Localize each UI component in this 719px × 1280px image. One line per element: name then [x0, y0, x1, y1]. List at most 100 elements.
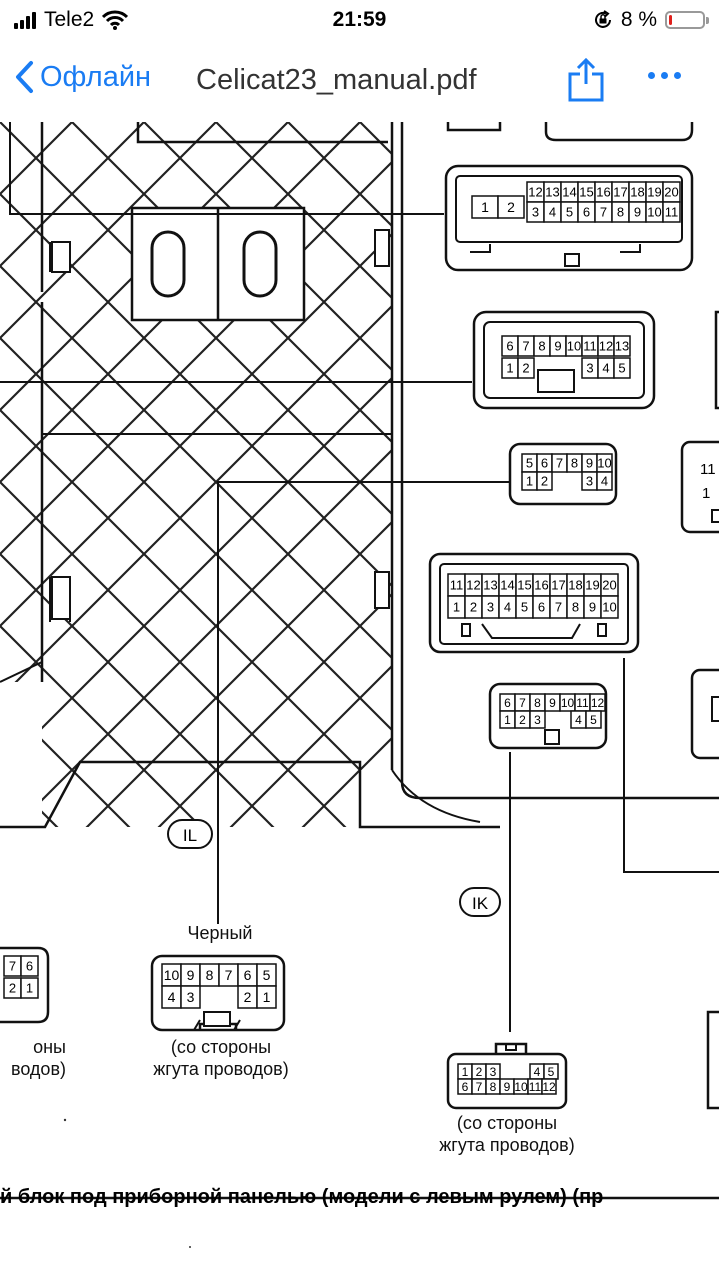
pin-number: 12 [466, 578, 480, 593]
pin-number: 13 [483, 578, 497, 593]
pin-number: 11 [450, 578, 464, 593]
pin-number: 4 [601, 474, 608, 489]
pin-number: 1 [26, 981, 33, 996]
pin-cell [20, 977, 39, 999]
more-icon[interactable] [648, 72, 681, 79]
left-harness-note: оны водов) [0, 1036, 66, 1080]
pin-number: 9 [586, 456, 593, 471]
chevron-left-icon [16, 61, 33, 93]
pin-number: 2 [522, 361, 529, 376]
share-icon[interactable] [566, 56, 606, 104]
color-label: Черный [187, 923, 253, 943]
pin-number: 15 [517, 578, 531, 593]
pin-number: 10 [164, 967, 180, 983]
document-title: Celicat23_manual.pdf [196, 64, 477, 96]
pin-number: 11 [576, 696, 589, 710]
pin-number: 4 [549, 205, 556, 220]
pin-number: 4 [602, 361, 609, 376]
pin-number: 2 [519, 713, 526, 727]
left-note-line1: оны [33, 1037, 66, 1057]
pin-number: 9 [187, 967, 195, 983]
left-note-line2: водов) [10, 1059, 66, 1079]
pin-number: 7 [555, 600, 562, 615]
pin-cell [541, 1078, 557, 1095]
pin-number: 7 [476, 1080, 483, 1094]
pin-number: 14 [500, 578, 514, 593]
pin-number: 5 [548, 1065, 555, 1079]
pin-number: 18 [630, 185, 644, 200]
pin-number: 12 [542, 1080, 556, 1094]
pin-cell [596, 471, 613, 491]
pin-number: 8 [538, 339, 545, 354]
pin-number: 10 [561, 696, 575, 710]
pin-number: 10 [514, 1080, 528, 1094]
pin-number: 4 [575, 713, 582, 727]
pin-number: 8 [617, 205, 624, 220]
pin-number: 1 [504, 713, 511, 727]
pin-number: 6 [538, 600, 545, 615]
pin-number: 8 [206, 967, 214, 983]
pin-number: 20 [602, 578, 616, 593]
carrier-name: Tele2 [44, 8, 95, 31]
pin-number: 13 [545, 185, 559, 200]
pin-cell [497, 195, 525, 219]
pin-number: 10 [602, 600, 616, 615]
pin-cell [20, 955, 39, 977]
status-bar: Tele2 21:59 8 % [0, 0, 719, 40]
pin-number: 9 [504, 1080, 511, 1094]
pin-number: 14 [562, 185, 576, 200]
pin-cell [662, 201, 681, 223]
pin-number: 12 [599, 339, 613, 354]
nav-bar: Офлайн Celicat23_manual.pdf [0, 40, 719, 122]
pin-number: 16 [534, 578, 548, 593]
harness-note-line2: жгута проводов) [153, 1059, 289, 1079]
wifi-icon [102, 10, 129, 30]
pin-number: 7 [556, 456, 563, 471]
pin-number: 3 [586, 361, 593, 376]
pin-number: 4 [534, 1065, 541, 1079]
pin-number: 2 [476, 1065, 483, 1079]
pin-number: 2 [470, 600, 477, 615]
il-harness-note: (со стороны жгута проводов) [126, 1036, 316, 1080]
pin-number: 7 [600, 205, 607, 220]
pin-number: 1 [506, 361, 513, 376]
partial-pin-label: 1 [702, 485, 710, 502]
pin-cell [529, 710, 546, 729]
pin-number: 6 [244, 967, 252, 983]
pin-number: 2 [9, 981, 16, 996]
pin-number: 7 [522, 339, 529, 354]
pin-number: 6 [462, 1080, 469, 1094]
pin-cell [585, 710, 602, 729]
pin-number: 2 [507, 199, 515, 215]
back-button[interactable]: Офлайн [14, 60, 151, 94]
pin-number: 5 [521, 600, 528, 615]
pin-number: 4 [168, 989, 176, 1005]
pin-number: 20 [664, 185, 678, 200]
pin-number: 1 [462, 1065, 469, 1079]
pin-number: 1 [453, 600, 460, 615]
pin-cell [600, 595, 619, 619]
pin-number: 5 [618, 361, 625, 376]
pin-number: 11 [665, 205, 679, 220]
pin-number: 1 [481, 199, 489, 215]
harness-note-line1: (со стороны [170, 1037, 272, 1057]
pin-number: 6 [506, 339, 513, 354]
pin-cell [613, 335, 631, 357]
pin-number: 19 [585, 578, 599, 593]
pin-number: 15 [579, 185, 593, 200]
pin-cell [517, 357, 535, 379]
back-label: Офлайн [40, 60, 152, 93]
pin-number: 5 [263, 967, 271, 983]
status-left: Tele2 [14, 8, 129, 32]
status-right: 8 % [593, 8, 709, 32]
il-label: IL [183, 826, 197, 845]
pin-number: 9 [554, 339, 561, 354]
harness-note-line1: (со стороны [456, 1113, 558, 1133]
